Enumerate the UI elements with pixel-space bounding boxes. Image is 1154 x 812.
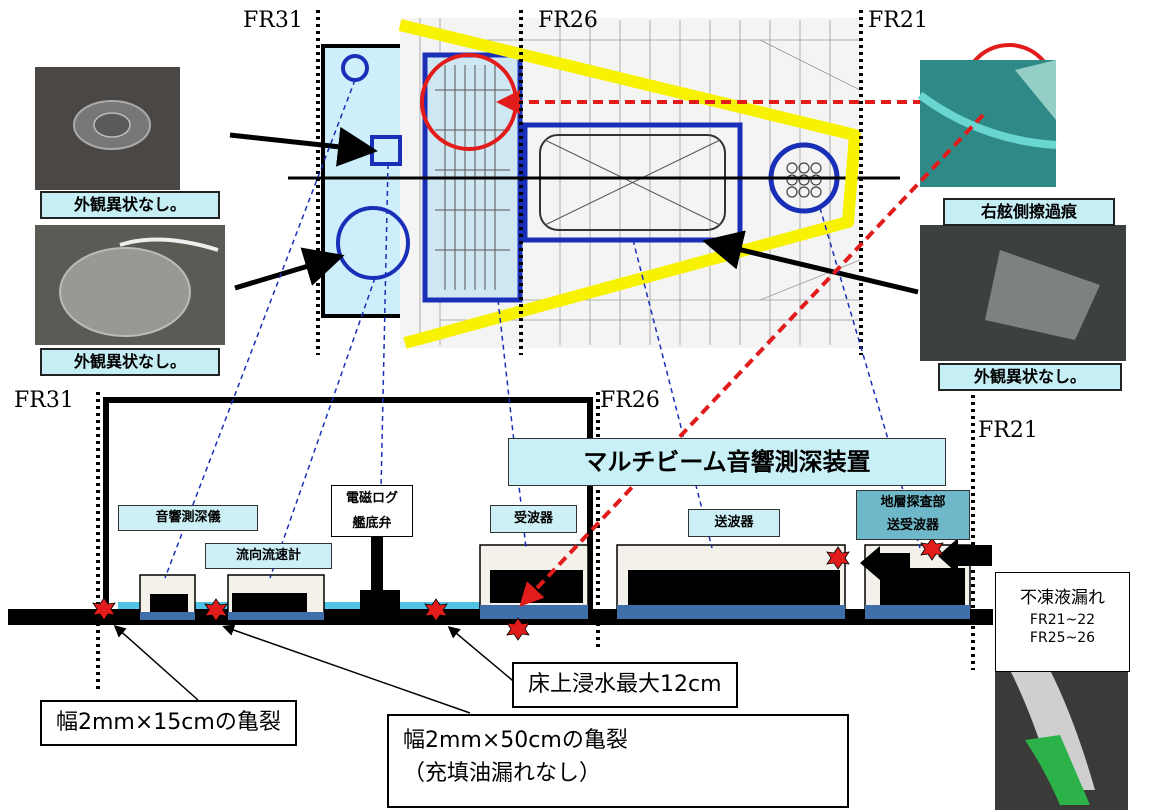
damage-bursts (92, 537, 944, 641)
tag-transmitter: 送波器 (688, 509, 780, 537)
tag-em-log-line2: 艦底弁 (352, 516, 392, 531)
em-log-shaft (371, 535, 383, 590)
antifreeze-range2: FR25~26 (1029, 630, 1096, 646)
plan-frame-lines (316, 10, 863, 355)
burst-6 (920, 537, 944, 561)
transmitter-plan (522, 122, 743, 243)
side-label-fr26: FR26 (600, 388, 660, 413)
side-label-fr21: FR21 (978, 418, 1038, 443)
plan-label-fr31: FR31 (243, 8, 303, 33)
antifreeze-title: 不凍液漏れ (1020, 588, 1105, 608)
tag-sbp-line2: 送受波器 (886, 518, 939, 533)
plan-label-fr21: FR21 (868, 8, 928, 33)
burst-4 (506, 617, 530, 641)
callout-crack-50-line2: （充填油漏れなし） (403, 761, 602, 786)
tag-sbp-line1: 地層探査部 (880, 495, 946, 510)
burst-3 (424, 598, 448, 622)
callout-crack-50-line1: 幅2mm×50cmの亀裂 (403, 728, 628, 753)
burst-2 (204, 598, 228, 622)
hull-outline (398, 19, 861, 349)
side-label-fr31: FR31 (14, 388, 74, 413)
tag-current-meter: 流向流速計 (205, 543, 332, 569)
caption-mid-left: 外観異状なし。 (40, 348, 220, 376)
system-title: マルチビーム音響測深装置 (508, 438, 946, 486)
photos (35, 60, 1128, 810)
damage-link-arrow (519, 113, 985, 607)
side-frame-lines (96, 392, 975, 690)
caption-top-left: 外観異状なし。 (40, 191, 220, 219)
plan-view (288, 18, 1056, 349)
tag-em-log: 電磁ログ 艦底弁 (331, 485, 413, 537)
hull-valve (360, 590, 400, 612)
plan-label-fr26: FR26 (538, 8, 598, 33)
tag-sbp: 地層探査部 送受波器 (856, 490, 970, 540)
tag-em-log-line1: 電磁ログ (345, 491, 398, 506)
current-meter-plan (336, 206, 410, 280)
photo-arrows (229, 126, 919, 295)
antifreeze-range1: FR21~22 (1029, 612, 1096, 628)
caption-mid-right: 外観異状なし。 (938, 363, 1122, 391)
tag-receiver: 受波器 (490, 505, 577, 533)
tag-echo-sounder: 音響測深儀 (118, 505, 258, 531)
flood-water (118, 602, 588, 610)
burst-1 (92, 597, 116, 621)
callout-flooding: 床上浸水最大12cm (512, 662, 738, 708)
callout-crack-15: 幅2mm×15cmの亀裂 (40, 700, 297, 746)
antifreeze-panel: 不凍液漏れ FR21~22 FR25~26 (995, 572, 1130, 672)
burst-5 (826, 546, 850, 570)
callout-arrows (113, 624, 519, 714)
callout-crack-50: 幅2mm×50cmの亀裂 （充填油漏れなし） (387, 714, 849, 808)
caption-top-right: 右舷側擦過痕 (943, 198, 1115, 226)
